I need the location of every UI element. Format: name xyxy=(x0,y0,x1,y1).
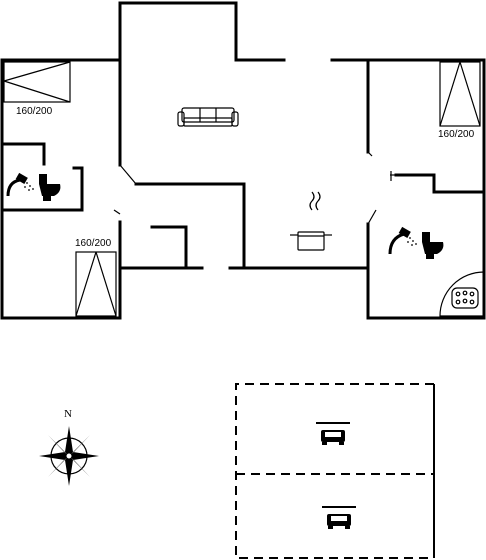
car-icon xyxy=(322,506,356,529)
toilet-icon xyxy=(39,174,61,201)
shower-icon xyxy=(388,226,417,255)
car-icon xyxy=(316,422,350,445)
bed-size-label: 160/200 xyxy=(75,238,112,249)
toilet-icon-right xyxy=(422,232,444,259)
bed-icon xyxy=(439,61,481,127)
bed-size-label: 160/200 xyxy=(16,106,53,117)
shower-icon-left xyxy=(6,172,34,197)
bed-icon xyxy=(75,251,117,317)
shower-icon-right xyxy=(388,226,417,255)
jacuzzi-icon xyxy=(439,271,485,317)
bed-icon xyxy=(3,61,71,103)
bed-size-label: 160/200 xyxy=(438,129,475,140)
shower-icon xyxy=(6,172,34,197)
toilet-icon xyxy=(422,232,444,259)
interior-walls xyxy=(0,58,486,270)
compass-rose-icon: N xyxy=(39,408,99,486)
carport xyxy=(235,383,435,559)
sofa-icon xyxy=(177,107,239,127)
cooking-pot-icon xyxy=(290,191,332,251)
outer-walls xyxy=(0,1,486,320)
bed-bottom-left: 160/200 xyxy=(75,238,117,317)
bed-top-right: 160/200 xyxy=(438,61,481,140)
bed-top-left: 160/200 xyxy=(3,61,71,117)
compass-north-label: N xyxy=(64,408,72,420)
toilet-icon-left xyxy=(39,174,61,201)
